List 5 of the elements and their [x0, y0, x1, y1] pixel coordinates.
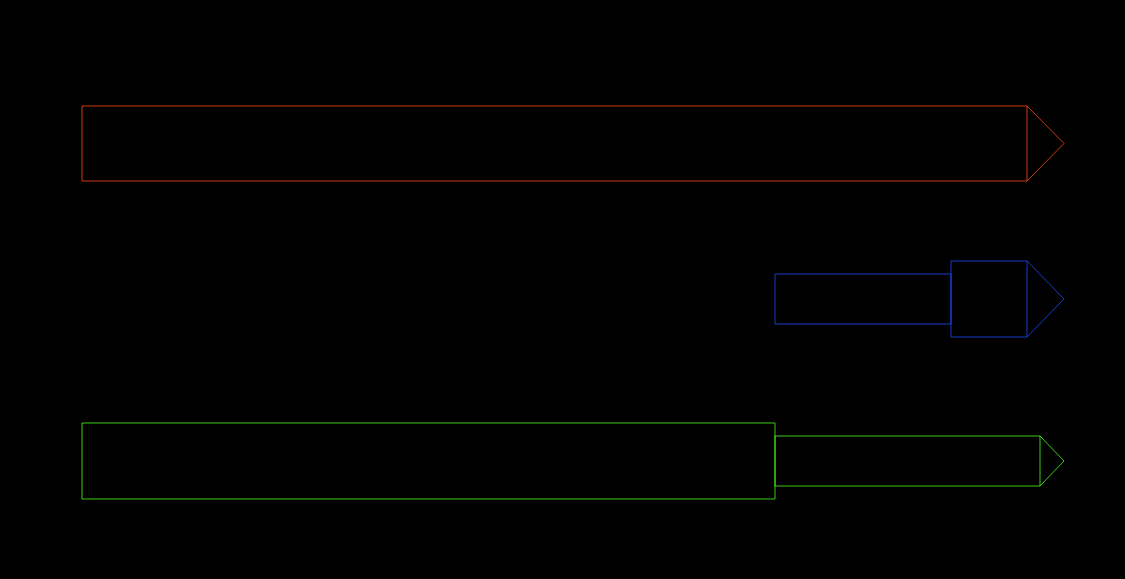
arrow-shape	[81, 105, 1065, 182]
bar-shape	[774, 273, 952, 325]
arrow-shape	[950, 260, 1065, 338]
arrow-shape	[774, 435, 1065, 487]
box-shape	[81, 422, 776, 500]
